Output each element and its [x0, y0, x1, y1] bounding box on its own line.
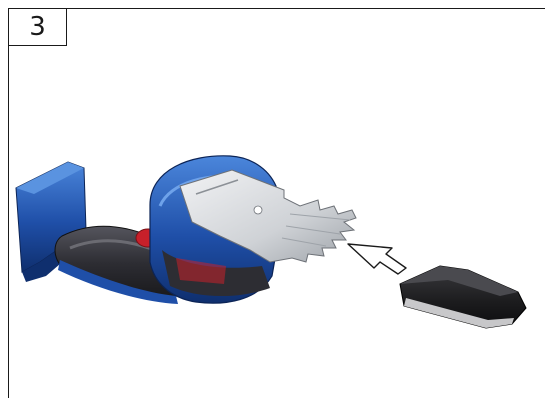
push-arrow-icon: [348, 244, 406, 274]
blade-cover: [400, 266, 526, 328]
